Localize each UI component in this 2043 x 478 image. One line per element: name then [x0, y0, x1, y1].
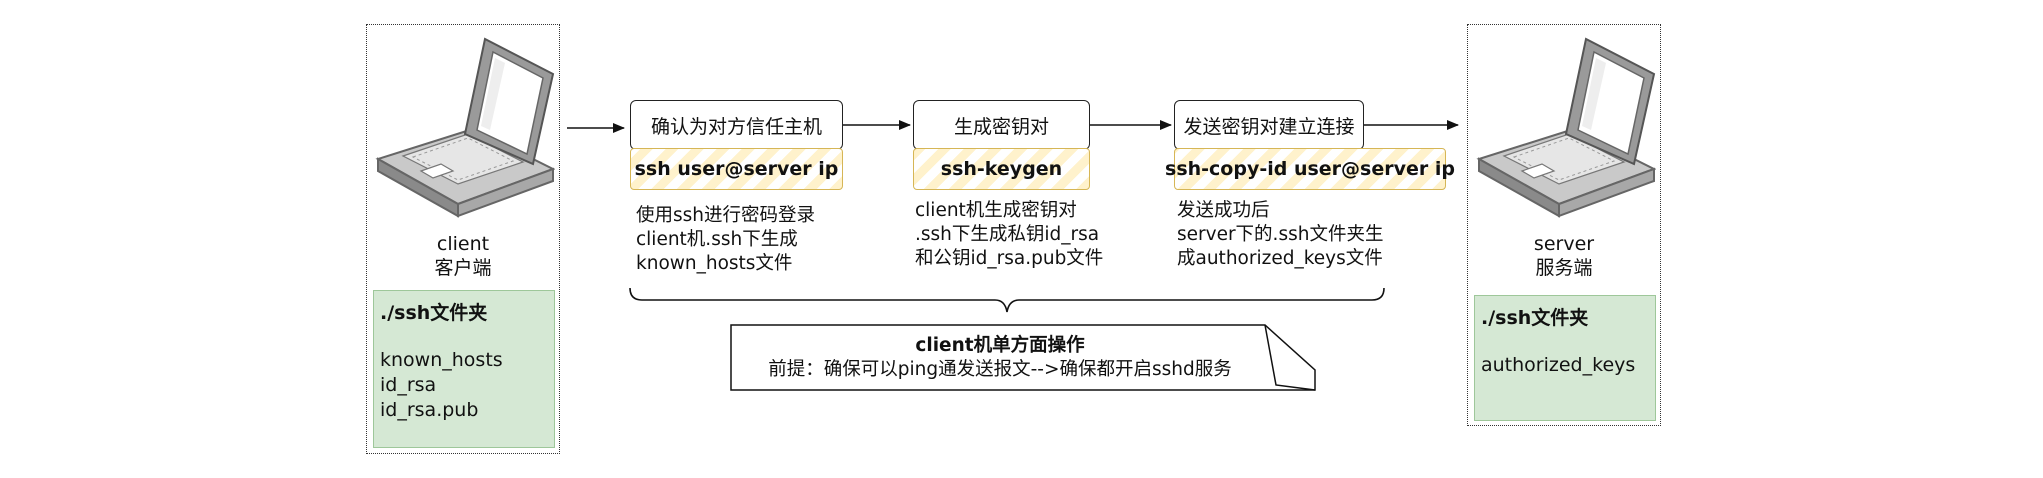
step3-command-text: ssh-copy-id user@server ip	[1165, 158, 1455, 180]
server-container	[1467, 24, 1661, 426]
client-container	[366, 24, 560, 454]
step3-box: 发送密钥对建立连接	[1174, 100, 1364, 150]
step2-desc-line3: 和公钥id_rsa.pub文件	[915, 248, 1104, 269]
step1-desc-line3: known_hosts文件	[636, 253, 793, 274]
client-label-line2: 客户端	[434, 257, 492, 279]
step2-box: 生成密钥对	[913, 100, 1090, 150]
note-fold	[1264, 324, 1316, 391]
step2-description: client机生成密钥对 .ssh下生成私钥id_rsa 和公钥id_rsa.p…	[915, 199, 1103, 271]
note-title: client机单方面操作	[915, 335, 1085, 356]
laptop-icon	[375, 37, 555, 218]
note: client机单方面操作 前提：确保可以ping通发送报文-->确保都开启ssh…	[735, 334, 1265, 382]
server-label-line1: server	[1533, 233, 1595, 255]
step3-title: 发送密钥对建立连接	[1183, 115, 1355, 138]
laptop-icon	[1476, 37, 1656, 218]
client-ssh-folder: ./ssh文件夹 known_hosts id_rsa id_rsa.pub	[373, 290, 555, 448]
client-label: client 客户端	[366, 232, 560, 280]
step3-desc-line1: 发送成功后	[1177, 200, 1270, 221]
server-folder-title: ./ssh文件夹	[1481, 307, 1589, 329]
step3-command: ssh-copy-id user@server ip	[1165, 148, 1455, 190]
step1-command: ssh user@server ip	[630, 148, 843, 190]
step1-box: 确认为对方信任主机	[630, 100, 843, 150]
step2-command: ssh-keygen	[913, 148, 1090, 190]
client-file-known-hosts: known_hosts	[380, 349, 503, 371]
step2-title: 生成密钥对	[953, 115, 1049, 138]
step3-desc-line2: server下的.ssh文件夹生	[1177, 224, 1384, 245]
step1-desc-line2: client机.ssh下生成	[636, 229, 798, 250]
client-file-id-rsa: id_rsa	[380, 374, 437, 396]
step1-command-text: ssh user@server ip	[634, 158, 839, 180]
step1-title: 确认为对方信任主机	[650, 115, 822, 138]
note-text: 前提：确保可以ping通发送报文-->确保都开启sshd服务	[768, 359, 1232, 380]
step2-command-text: ssh-keygen	[940, 158, 1063, 180]
server-label: server 服务端	[1467, 232, 1661, 280]
note-shape	[730, 324, 1316, 391]
step2-desc-line1: client机生成密钥对	[915, 200, 1077, 221]
server-file-authorized-keys: authorized_keys	[1481, 354, 1636, 376]
client-folder-title: ./ssh文件夹	[380, 302, 488, 324]
server-label-line2: 服务端	[1535, 257, 1593, 279]
step3-description: 发送成功后 server下的.ssh文件夹生 成authorized_keys文…	[1177, 199, 1383, 271]
client-label-line1: client	[436, 233, 490, 255]
step3-desc-line3: 成authorized_keys文件	[1177, 248, 1383, 269]
step1-description: 使用ssh进行密码登录 client机.ssh下生成 known_hosts文件	[636, 204, 815, 276]
step1-desc-line1: 使用ssh进行密码登录	[636, 205, 816, 226]
client-file-id-rsa-pub: id_rsa.pub	[380, 399, 479, 421]
curly-brace	[629, 287, 1385, 313]
server-ssh-folder: ./ssh文件夹 authorized_keys	[1474, 295, 1656, 421]
step2-desc-line2: .ssh下生成私钥id_rsa	[915, 224, 1100, 245]
